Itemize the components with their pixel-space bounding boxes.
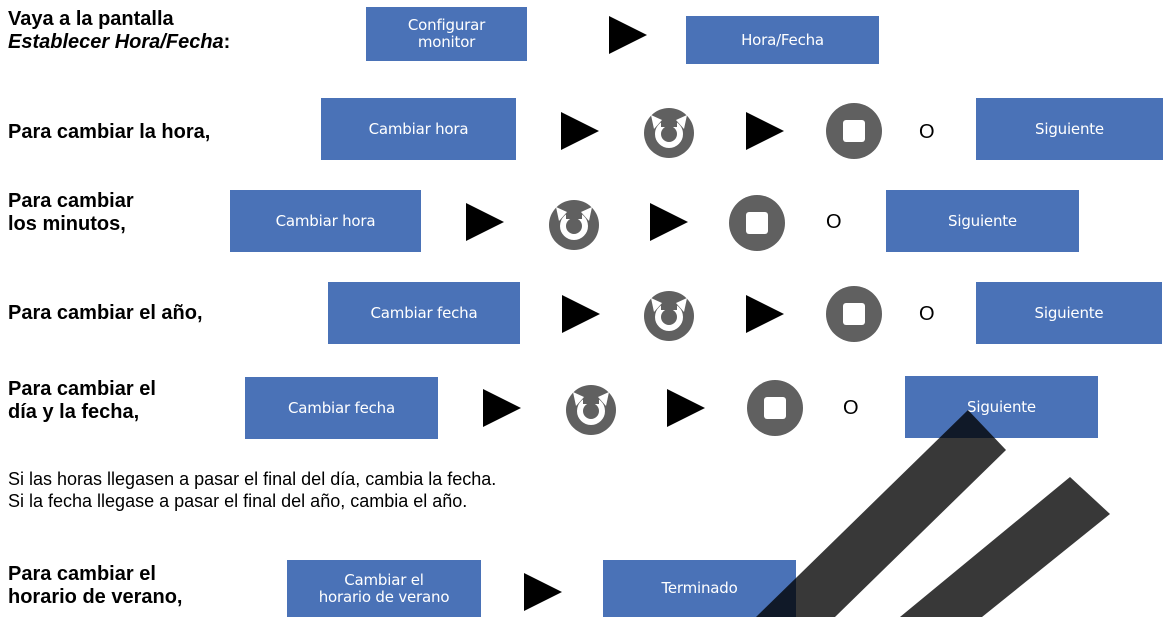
or-text: O [919, 121, 935, 143]
arrow-right-icon [562, 295, 600, 333]
stop-button-icon[interactable] [826, 103, 882, 159]
arrow-right-icon [561, 112, 599, 150]
stop-button-icon[interactable] [747, 380, 803, 436]
change-year-label: Para cambiar el año, [8, 302, 203, 324]
change-dst-button[interactable]: Cambiar el horario de verano [287, 560, 481, 617]
or-text: O [919, 303, 935, 325]
arrow-right-icon [609, 16, 647, 54]
change-year-button[interactable]: Cambiar fecha [328, 282, 520, 344]
next-button[interactable]: Siguiente [976, 282, 1162, 344]
arrow-right-icon [667, 389, 705, 427]
change-minutes-button[interactable]: Cambiar hora [230, 190, 421, 252]
arrow-right-icon [650, 203, 688, 241]
arrow-right-icon [746, 295, 784, 333]
arrow-right-icon [483, 389, 521, 427]
change-dst-label: Para cambiar el horario de verano, [8, 563, 183, 608]
stop-button-icon[interactable] [729, 195, 785, 251]
rotate-knob-icon[interactable] [641, 286, 697, 342]
time-date-button[interactable]: Hora/Fecha [686, 16, 879, 64]
stop-button-icon[interactable] [826, 286, 882, 342]
change-day-button[interactable]: Cambiar fecha [245, 377, 438, 439]
or-text: O [843, 397, 859, 419]
done-button[interactable]: Terminado [603, 560, 796, 617]
rotate-knob-icon[interactable] [546, 195, 602, 251]
change-hour-label: Para cambiar la hora, [8, 121, 211, 143]
setup-screen-name: Establecer Hora/Fecha [8, 31, 224, 53]
note-hours-overflow: Si las horas llegasen a pasar el final d… [8, 469, 497, 489]
setup-line1: Vaya a la pantalla [8, 8, 174, 30]
rotate-knob-icon[interactable] [563, 380, 619, 436]
change-hour-button[interactable]: Cambiar hora [321, 98, 516, 160]
rotate-knob-icon[interactable] [641, 103, 697, 159]
or-text: O [826, 211, 842, 233]
next-button[interactable]: Siguiente [886, 190, 1079, 252]
note-date-overflow: Si la fecha llegase a pasar el final del… [8, 491, 468, 511]
change-minutes-label: Para cambiar los minutos, [8, 190, 134, 235]
next-button[interactable]: Siguiente [905, 376, 1098, 438]
configure-monitor-button[interactable]: Configurar monitor [366, 7, 527, 61]
next-button[interactable]: Siguiente [976, 98, 1163, 160]
change-day-label: Para cambiar el día y la fecha, [8, 378, 156, 423]
arrow-right-icon [466, 203, 504, 241]
arrow-right-icon [524, 573, 562, 611]
arrow-right-icon [746, 112, 784, 150]
setup-instruction: Vaya a la pantalla Establecer Hora/Fecha… [8, 8, 231, 53]
